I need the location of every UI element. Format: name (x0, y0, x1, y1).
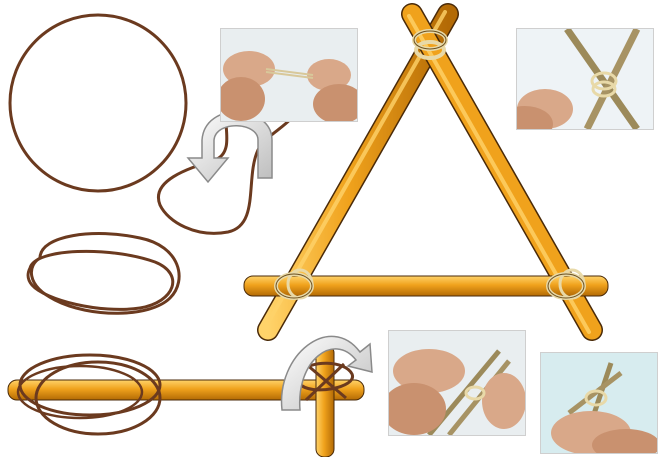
hand-photo (220, 28, 358, 122)
hand-photo (388, 330, 526, 436)
rubber-band-circle (10, 15, 186, 191)
curved-arrow-icon (188, 112, 272, 182)
hand-photo (516, 28, 654, 130)
hand-photo (540, 352, 658, 454)
doubled-rubber-band (28, 234, 179, 314)
